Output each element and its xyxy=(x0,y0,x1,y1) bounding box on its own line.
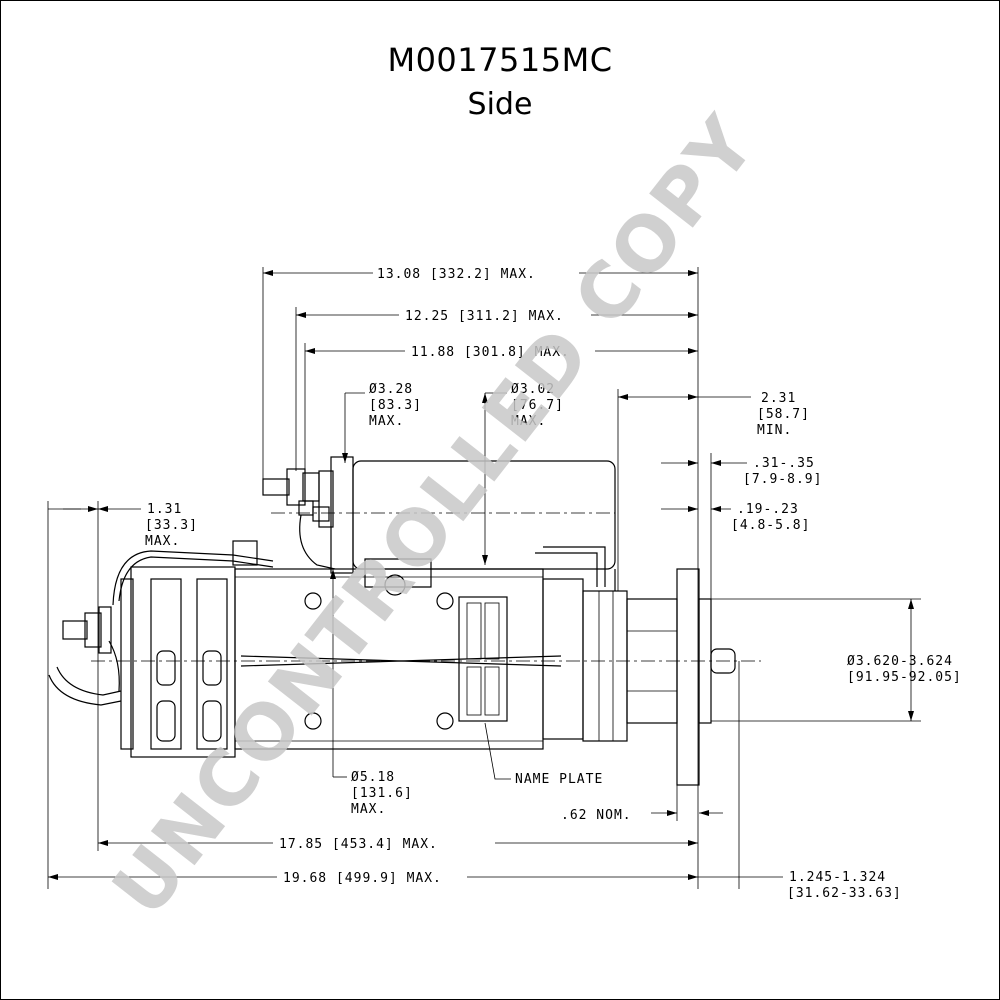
dim-31-35-mm: [7.9-8.9] xyxy=(743,472,822,487)
drive-housing-neck xyxy=(542,578,584,740)
housing-screw xyxy=(304,712,322,730)
housing-screw xyxy=(304,592,322,610)
uncontrolled-copy-watermark: UNCONTROLLED COPY xyxy=(95,99,773,932)
name-plate-label: NAME PLATE xyxy=(515,772,603,787)
part-number-title: M0017515MC xyxy=(387,41,613,79)
dim-19-68: 19.68 [499.9] MAX. xyxy=(283,871,442,886)
small-terminal-nut xyxy=(312,506,330,522)
dim-13-08: 13.08 [332.2] MAX. xyxy=(377,267,536,282)
ground-stud xyxy=(62,620,88,640)
solenoid-stud xyxy=(262,478,290,496)
dimension-labels: 13.08 [332.2] MAX. 12.25 [311.2] MAX. 11… xyxy=(145,267,962,901)
dim-dia-3-02: Ø3.02 xyxy=(511,382,555,397)
housing-screw xyxy=(436,592,454,610)
cable-terminal xyxy=(232,540,258,566)
dim-19-23-mm: [4.8-5.8] xyxy=(731,518,810,533)
field-cable xyxy=(118,556,274,602)
dim-dia-5-18-max: MAX. xyxy=(351,802,386,817)
dim-2-31-min: MIN. xyxy=(757,423,792,438)
dim-pilot-dia-mm: [91.95-92.05] xyxy=(847,670,962,685)
dim-2-31: 2.31 xyxy=(761,391,796,406)
dim-31-35: .31-.35 xyxy=(753,456,815,471)
dimension-lines xyxy=(47,267,921,889)
dim-dia-3-28-max: MAX. xyxy=(369,414,404,429)
starter-outline xyxy=(48,456,761,786)
dim-11-88: 11.88 [301.8] MAX. xyxy=(411,345,570,360)
brush-holder xyxy=(150,578,182,750)
drive-housing xyxy=(582,590,628,742)
dim-dia-3-02-max: MAX. xyxy=(511,414,546,429)
dim-dia-3-28-mm: [83.3] xyxy=(369,398,422,413)
pinion xyxy=(710,648,736,674)
dim-1-31: 1.31 xyxy=(147,502,182,517)
dim-17-85: 17.85 [453.4] MAX. xyxy=(279,837,438,852)
brush-holder xyxy=(196,578,228,750)
solenoid-bracket xyxy=(364,558,432,588)
housing-screw xyxy=(436,712,454,730)
dim-1-31-mm: [33.3] xyxy=(145,518,198,533)
bracket-bolt xyxy=(384,574,406,596)
dim-dia-5-18-mm: [131.6] xyxy=(351,786,413,801)
solenoid-wire xyxy=(299,514,336,570)
dim-dia-3-28: Ø3.28 xyxy=(369,382,413,397)
mounting-flange xyxy=(676,568,700,786)
dim-flange: 1.245-1.324 xyxy=(789,870,886,885)
dim-dia-5-18: Ø5.18 xyxy=(351,770,395,785)
solenoid-nut xyxy=(286,468,306,506)
commutator-end-frame xyxy=(130,566,236,758)
dim-dia-3-02-mm: [76.7] xyxy=(511,398,564,413)
dim-2-31-mm: [58.7] xyxy=(757,407,810,422)
dim-12-25: 12.25 [311.2] MAX. xyxy=(405,309,564,324)
dim-62-nom: .62 NOM. xyxy=(561,808,632,823)
dim-flange-mm: [31.62-33.63] xyxy=(787,886,902,901)
flex-lead xyxy=(48,674,122,706)
dim-19-23: .19-.23 xyxy=(737,502,799,517)
dim-1-31-max: MAX. xyxy=(145,534,180,549)
view-title: Side xyxy=(467,87,533,122)
dim-pilot-dia: Ø3.620-3.624 xyxy=(847,654,953,669)
